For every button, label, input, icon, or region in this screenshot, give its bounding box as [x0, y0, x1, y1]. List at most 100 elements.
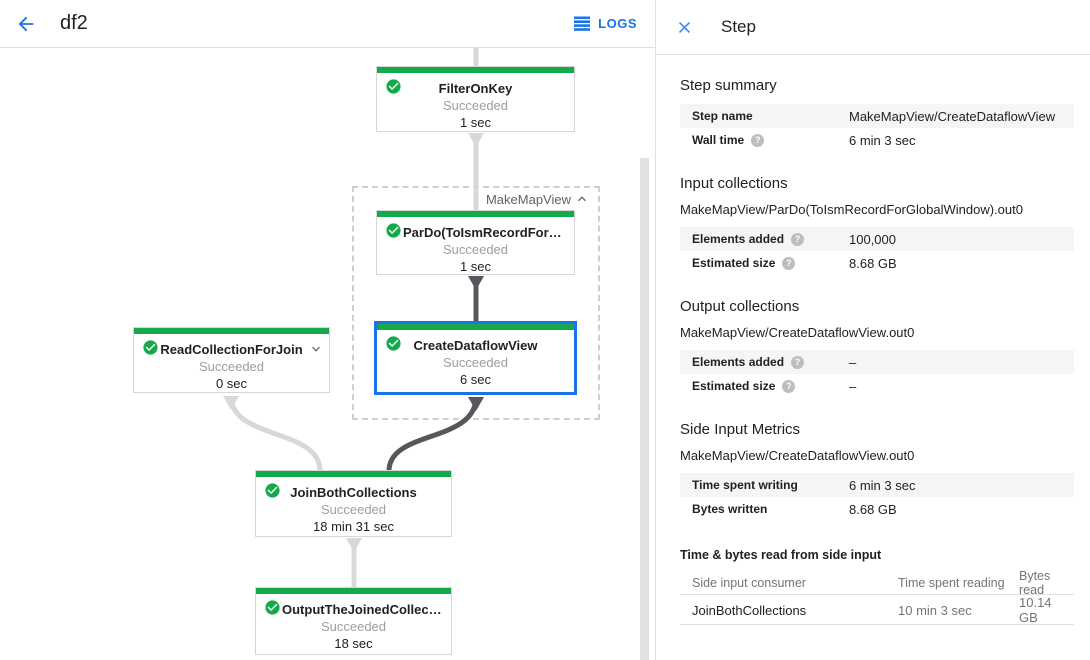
node-time: 6 sec: [459, 372, 492, 387]
node-title: CreateDataflowView: [413, 338, 538, 353]
success-check-icon: [265, 483, 280, 498]
logs-button-label: LOGS: [598, 16, 637, 31]
kv-label: Elements added?: [692, 232, 849, 246]
edge-arrow: [346, 538, 362, 552]
chevron-down-icon[interactable]: [308, 341, 324, 357]
step-panel-body: Step summary Step name MakeMapView/Creat…: [656, 77, 1090, 625]
table-row: JoinBothCollections 10 min 3 sec 10.14 G…: [680, 595, 1074, 625]
section-heading-side-input-metrics: Side Input Metrics: [680, 421, 801, 438]
node-title: OutputTheJoinedCollec…: [282, 602, 442, 617]
help-icon[interactable]: ?: [751, 133, 765, 147]
help-icon[interactable]: ?: [791, 355, 805, 369]
node-status: Succeeded: [198, 359, 265, 374]
output-collection-name: MakeMapView/CreateDataflowView.out0: [680, 325, 915, 340]
side-input-collection-name: MakeMapView/CreateDataflowView.out0: [680, 448, 915, 463]
logs-button[interactable]: LOGS: [574, 16, 637, 31]
chevron-up-icon: [578, 196, 586, 202]
success-check-icon: [386, 79, 401, 94]
back-button[interactable]: [12, 10, 40, 38]
success-check-icon: [143, 340, 158, 355]
kv-label: Bytes written: [692, 502, 768, 516]
kv-row-step-name: Step name MakeMapView/CreateDataflowView: [680, 104, 1074, 128]
kv-row-elements-added: Elements added? 100,000: [680, 227, 1074, 251]
node-status: Succeeded: [320, 502, 387, 517]
node-title: ParDo(ToIsmRecordFor…: [403, 225, 562, 240]
node-status-bar: [256, 588, 451, 594]
success-check-icon: [386, 336, 401, 351]
node-status-bar: [377, 67, 574, 73]
kv-label: Elements added?: [692, 355, 849, 369]
edge-arrow: [223, 396, 239, 410]
graph-node-outputthejoinedcollection[interactable]: OutputTheJoinedCollec… Succeeded 18 sec: [255, 587, 452, 655]
close-panel-button[interactable]: [673, 16, 695, 38]
side-input-table-header: Side input consumer Time spent reading B…: [680, 569, 1074, 597]
cell-time-spent-reading: 10 min 3 sec: [898, 602, 972, 618]
kv-value: 100,000: [849, 231, 896, 247]
step-details-panel: Step Step summary Step name MakeMapView/…: [655, 0, 1090, 660]
back-arrow-icon: [18, 16, 34, 31]
node-status: Succeeded: [320, 619, 387, 634]
group-label-text: MakeMapView: [485, 191, 571, 207]
kv-label: Estimated size?: [692, 256, 849, 270]
section-heading-step-summary: Step summary: [680, 77, 777, 94]
kv-row-estimated-size: Estimated size? –: [680, 374, 1074, 398]
graph-node-joinbothcollections[interactable]: JoinBothCollections Succeeded 18 min 31 …: [255, 470, 452, 537]
help-icon[interactable]: ?: [791, 232, 805, 246]
node-time: 18 min 31 sec: [313, 519, 394, 534]
graph-node-pardo-toismrecord[interactable]: ParDo(ToIsmRecordFor… Succeeded 1 sec: [376, 210, 575, 275]
group-makemapview-toggle[interactable]: MakeMapView: [486, 191, 590, 207]
kv-value: 8.68 GB: [849, 501, 897, 517]
node-status-bar: [377, 211, 574, 217]
section-heading-input-collections: Input collections: [680, 175, 788, 192]
node-status-bar: [377, 324, 574, 330]
kv-label: Wall time?: [692, 133, 849, 147]
kv-label: Step name: [692, 109, 753, 123]
node-status: Succeeded: [442, 355, 509, 370]
job-graph-pane: MakeMapView FilterOnKey Succeeded 1 sec …: [0, 0, 655, 660]
kv-row-bytes-written: Bytes written 8.68 GB: [680, 497, 1074, 521]
kv-value: –: [849, 354, 857, 370]
kv-row-time-spent-writing: Time spent writing 6 min 3 sec: [680, 473, 1074, 497]
cell-side-input-consumer: JoinBothCollections: [692, 602, 807, 618]
kv-value: 6 min 3 sec: [849, 132, 916, 148]
node-time: 0 sec: [215, 376, 248, 391]
cell-bytes-read: 10.14 GB: [1019, 595, 1052, 625]
node-time: 1 sec: [459, 259, 492, 274]
kv-label: Estimated size?: [692, 379, 849, 393]
node-time: 18 sec: [334, 636, 373, 651]
kv-row-wall-time: Wall time? 6 min 3 sec: [680, 128, 1074, 152]
input-collection-name: MakeMapView/ParDo(ToIsmRecordForGlobalWi…: [680, 202, 1023, 217]
job-title: df2: [60, 12, 88, 34]
edge-arrow: [468, 133, 484, 147]
logs-list-icon: [574, 16, 591, 31]
section-heading-output-collections: Output collections: [680, 298, 800, 315]
graph-node-readcollectionforjoin[interactable]: ReadCollectionForJoin Succeeded 0 sec: [133, 327, 330, 393]
graph-node-filteronkey[interactable]: FilterOnKey Succeeded 1 sec: [376, 66, 575, 132]
kv-value: MakeMapView/CreateDataflowView: [849, 108, 1056, 124]
column-header-time-spent-reading: Time spent reading: [898, 576, 1005, 590]
panel-title: Step: [721, 17, 756, 36]
column-header-bytes-read: Bytes read: [1019, 569, 1051, 597]
edge-readcollection-to-join: [228, 395, 323, 472]
help-icon[interactable]: ?: [782, 379, 796, 393]
node-status-bar: [256, 471, 451, 477]
kv-value: 8.68 GB: [849, 255, 897, 271]
node-time: 1 sec: [459, 115, 492, 130]
node-title: FilterOnKey: [438, 81, 513, 96]
kv-value: –: [849, 378, 857, 394]
node-title: JoinBothCollections: [290, 485, 417, 500]
node-status: Succeeded: [442, 242, 509, 257]
graph-node-createdataflowview[interactable]: CreateDataflowView Succeeded 6 sec: [374, 321, 577, 395]
success-check-icon: [265, 600, 280, 615]
success-check-icon: [386, 223, 401, 238]
side-input-table-heading: Time & bytes read from side input: [680, 548, 882, 562]
job-header: df2 LOGS: [0, 0, 655, 48]
kv-row-elements-added: Elements added? –: [680, 350, 1074, 374]
kv-label: Time spent writing: [692, 478, 798, 492]
help-icon[interactable]: ?: [782, 256, 796, 270]
node-status: Succeeded: [442, 98, 509, 113]
kv-row-estimated-size: Estimated size? 8.68 GB: [680, 251, 1074, 275]
node-title: ReadCollectionForJoin: [160, 342, 303, 357]
graph-vertical-scrollbar[interactable]: [640, 158, 649, 660]
